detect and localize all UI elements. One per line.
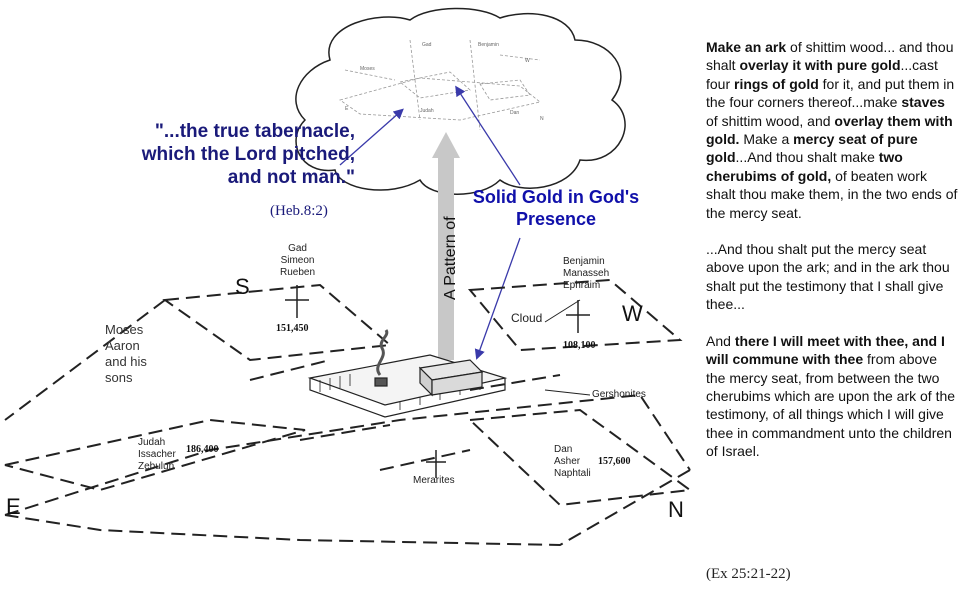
svg-text:N: N [540,116,544,122]
tribe-name: Simeon [280,255,315,266]
pattern-arrow-head [432,132,460,158]
scripture-text: Make an ark of shittim wood... and thou … [706,38,958,479]
scripture-text-segment: Make a [739,131,794,148]
pattern-arrow-shaft [438,155,454,360]
scripture-paragraph-1: Make an ark of shittim wood... and thou … [706,38,958,222]
tribe-name: Judah [138,437,166,448]
tabernacle-court [307,329,508,418]
svg-text:E: E [345,106,349,112]
east-number: 186,400 [186,444,219,455]
emphasized-text: rings of gold [734,75,819,92]
svg-text:W: W [525,58,530,64]
south-tribes: Gad Simeon Rueben [280,243,315,279]
scripture-text-segment: of shittim wood... and thou shalt [706,39,954,74]
svg-text:Benjamin: Benjamin [478,42,499,48]
cloud-label: Cloud [511,311,543,325]
svg-text:Moses: Moses [360,66,375,72]
emphasized-text: mercy seat of pure gold [706,131,918,166]
merarites-label: Merarites [413,475,455,486]
west-tribes: Benjamin Manasseh Ephraim [563,256,609,292]
emphasized-text: Make an ark [706,39,787,55]
tribe-name: Gad [288,243,307,254]
gershonites-label: Gershonites [592,389,646,400]
tribe-name: Ephraim [563,280,601,291]
scripture-text-segment: of shittim wood, and [706,112,835,129]
emphasized-text: staves [901,94,945,111]
direction-west: W [622,301,643,326]
priests-label: Moses Aaron and his sons [105,322,147,386]
svg-text:Dan: Dan [510,110,519,116]
tribe-name: Zebulun [138,461,175,472]
camp-boundaries [4,278,693,547]
priest-line: and his [105,354,147,369]
east-tribes: Judah Issacher Zebulun [138,437,176,473]
priest-line: Aaron [105,338,140,353]
south-number: 151,450 [276,323,309,334]
tribe-name: Naphtali [554,468,591,479]
heb-reference: (Heb.8:2) [270,203,328,219]
north-number: 157,600 [598,456,631,467]
scripture-text-segment: ...And thou shalt put the mercy seat abo… [706,241,950,313]
svg-text:Judah: Judah [420,108,434,114]
direction-north: N [668,497,684,522]
heavenly-pattern [339,39,541,131]
emphasized-text: there I will meet with thee, and I will … [706,332,945,368]
tribe-name: Manasseh [563,268,610,279]
pattern-label: A Pattern of [442,216,459,300]
scripture-text-segment: from above the mercy seat, from between … [706,351,956,460]
north-tribes: Dan Asher Naphtali [554,444,591,480]
tribe-standards [285,285,590,478]
scripture-text-segment: for it, and put them in the four corners… [706,75,955,111]
scripture-text-segment: And [706,332,735,349]
tribe-name: Issacher [138,449,176,460]
scripture-text-segment: ...cast four [706,57,938,92]
priest-line: sons [105,370,133,385]
scripture-text-segment: of beaten work shalt thou make them, in … [706,167,958,221]
emphasized-text: overlay them with gold. [706,112,953,148]
tribe-name: Dan [554,444,573,455]
solid-gold-label: Solid Gold in God's Presence [472,187,640,229]
emphasized-text: two cherubims of gold, [706,149,903,184]
heavenly-cloud [295,7,626,195]
direction-east: E [6,494,21,519]
direction-south: S [235,274,250,299]
scripture-paragraph-2: ...And thou shalt put the mercy seat abo… [706,240,958,314]
tribe-name: Benjamin [563,256,605,267]
priest-line: Moses [105,322,144,337]
heb-quote: "...the true tabernacle, which the Lord … [141,121,355,188]
west-number: 108,100 [563,340,596,351]
exodus-reference: (Ex 25:21-22) [706,566,791,582]
tribe-name: Rueben [280,267,316,278]
tribe-name: Asher [554,456,581,467]
svg-text:Gad: Gad [422,42,432,48]
emphasized-text: overlay it with pure gold [739,57,901,74]
scripture-paragraph-3: And there I will meet with thee, and I w… [706,332,958,461]
scripture-text-segment: ...And thou shalt make [735,149,879,166]
